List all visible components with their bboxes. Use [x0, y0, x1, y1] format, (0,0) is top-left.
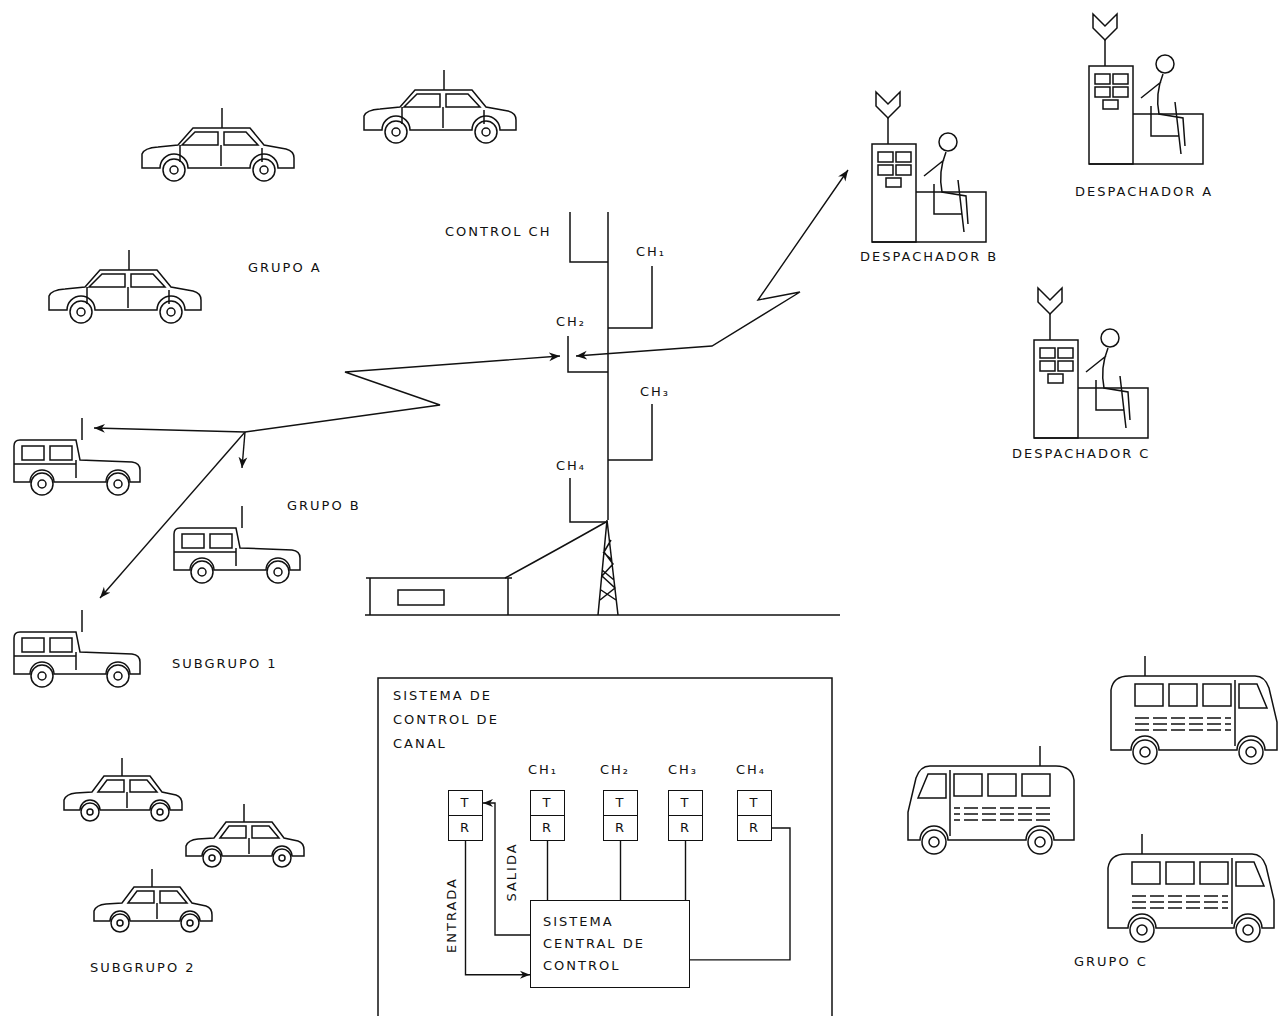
dispatcher-label: DESPACHADOR C	[1012, 446, 1150, 462]
box-text: T	[681, 792, 691, 814]
van-icon	[908, 746, 1074, 854]
section-heading: SISTEMA DE CONTROL DE CANAL	[393, 684, 523, 756]
radio-link	[94, 170, 848, 598]
transmitter-box: T	[530, 790, 565, 816]
connector-line	[690, 828, 790, 960]
car-icon	[49, 250, 201, 323]
transmitter-box: T	[448, 790, 483, 816]
receiver-box: R	[448, 815, 483, 841]
channel-label: CH₁	[636, 244, 666, 260]
van-icon	[1111, 656, 1277, 764]
car-icon	[64, 758, 182, 821]
channel-label: CH₂	[600, 762, 630, 778]
inset-frame	[378, 678, 832, 1016]
connector-line	[620, 841, 621, 900]
group-label: SUBGRUPO 2	[90, 960, 196, 976]
group-label: GRUPO B	[287, 498, 361, 514]
box-text: R	[542, 817, 553, 839]
transmitter-box: T	[737, 790, 772, 816]
channel-label: CH₄	[736, 762, 766, 778]
jeep-icon	[14, 418, 140, 495]
box-text: SISTEMA CENTRAL DE CONTROL	[543, 911, 677, 977]
station-building	[365, 522, 840, 615]
group-label: GRUPO A	[248, 260, 322, 276]
connector-line	[466, 841, 531, 975]
dispatcher-icon	[1089, 14, 1203, 164]
dispatcher-icon	[1034, 288, 1148, 438]
box-text: R	[749, 817, 760, 839]
control-unit-box: SISTEMA CENTRAL DE CONTROL	[530, 900, 690, 988]
jeep-icon	[14, 610, 140, 687]
van-icon	[1108, 834, 1274, 942]
connector-line	[547, 841, 548, 900]
transmitter-box: T	[668, 790, 703, 816]
car-icon	[186, 804, 304, 867]
group-label: GRUPO C	[1074, 954, 1148, 970]
dispatcher-label: DESPACHADOR B	[860, 249, 998, 265]
car-icon	[94, 869, 212, 932]
channel-label: CONTROL CH	[445, 224, 551, 240]
car-icon	[364, 70, 516, 143]
jeep-icon	[174, 506, 300, 583]
box-text: R	[460, 817, 471, 839]
receiver-box: R	[603, 815, 638, 841]
channel-label: CH₄	[556, 458, 586, 474]
box-text: T	[750, 792, 760, 814]
box-text: T	[543, 792, 553, 814]
channel-label: CH₁	[528, 762, 558, 778]
channel-label: CH₃	[640, 384, 670, 400]
box-text: R	[680, 817, 691, 839]
receiver-box: R	[737, 815, 772, 841]
box-text: T	[616, 792, 626, 814]
channel-label: CH₂	[556, 314, 586, 330]
car-icon	[142, 108, 294, 181]
antenna-mast	[568, 212, 652, 615]
group-label: SUBGRUPO 1	[172, 656, 278, 672]
box-text: R	[615, 817, 626, 839]
receiver-box: R	[668, 815, 703, 841]
dispatcher-label: DESPACHADOR A	[1075, 184, 1213, 200]
channel-label: CH₃	[668, 762, 698, 778]
transmitter-box: T	[603, 790, 638, 816]
box-text: T	[461, 792, 471, 814]
connector-line	[685, 841, 686, 900]
connector-label: SALIDA	[503, 840, 519, 903]
receiver-box: R	[530, 815, 565, 841]
connector-label: ENTRADA	[444, 875, 460, 955]
dispatcher-icon	[872, 92, 986, 242]
connector-line	[483, 803, 530, 935]
